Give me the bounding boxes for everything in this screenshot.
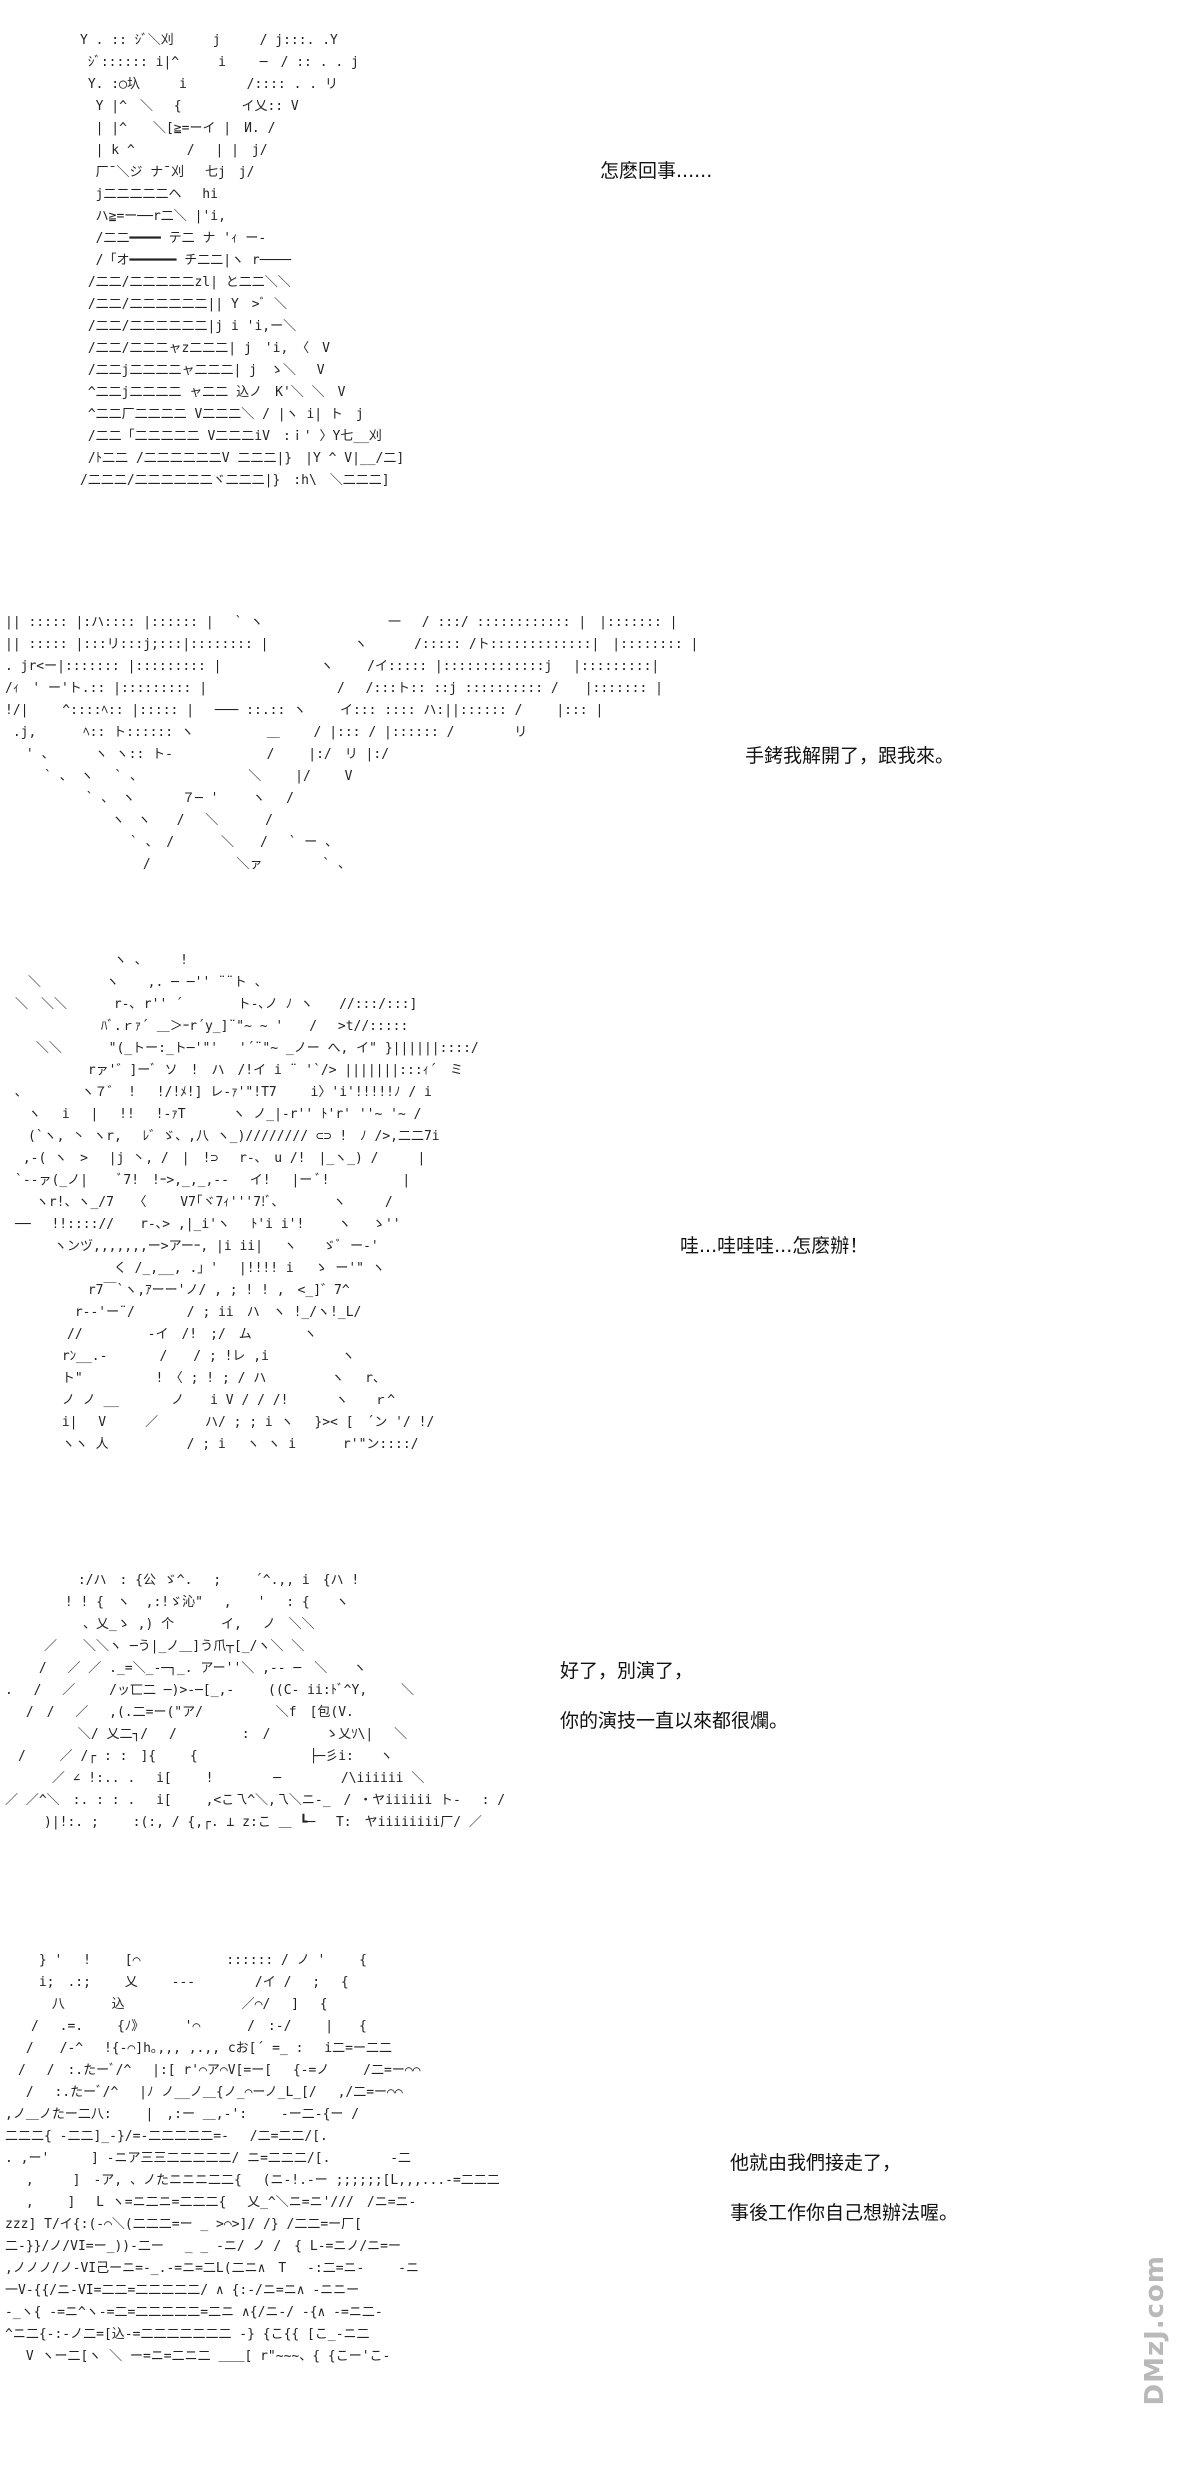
ascii-art-character-4: :/ハ : {公 ゞ^. ; ´^.,, i {ハ ! ! ! { ヽ ,:!ゞ… (5, 1573, 506, 1830)
dialogue-line: 你的演技一直以來都很爛。 (560, 1710, 789, 1732)
dialogue-box-3: 哇...哇哇哇...怎麽辦！ (680, 1235, 868, 1285)
dialogue-line: 怎麽回事...... (600, 160, 713, 182)
dialogue-line: 他就由我們接走了， (730, 2152, 902, 2174)
ascii-art-panicking-character: ヽ 、 ! ＼ ヽ ,. ─ ─'' ¨¨ト 、 ＼ ＼＼ r-､ r'' ´ … (15, 953, 479, 1452)
dialogue-box-5: 他就由我們接走了， 事後工作你自己想辦法喔。 (730, 2152, 958, 2252)
ascii-art-crowd-scene: } ' ! [⌒ :::::: / ノ ' { i; .:; 乂 --- /イ … (5, 1953, 500, 2364)
ascii-art-character-1: Y . :: ｼﾞ＼刈 j / j:::. .Y ｼﾞ:::::: i|^ i … (80, 33, 405, 488)
dialogue-line: 手銬我解開了，跟我來。 (745, 745, 955, 767)
panel-4: :/ハ : {公 ゞ^. ; ´^.,, i {ハ ! ! ! { ヽ ,:!ゞ… (0, 1560, 1200, 1900)
dialogue-line: 哇...哇哇哇...怎麽辦！ (680, 1235, 869, 1257)
dialogue-line: 好了，別演了， (560, 1660, 694, 1682)
ascii-art-handcuffs-scene: || ::::: |:ハ:::: |:::::: | ` ヽ 一 / :::/ … (5, 615, 699, 872)
panel-5: } ' ! [⌒ :::::: / ノ ' { i; .:; 乂 --- /イ … (0, 1950, 1200, 2470)
dialogue-box-2: 手銬我解開了，跟我來。 (745, 745, 954, 795)
panel-2: || ::::: |:ハ:::: |:::::: | ` ヽ 一 / :::/ … (0, 600, 1200, 940)
watermark-text: DMzJ.com (1140, 2255, 1170, 2406)
dialogue-line: 事後工作你自己想辦法喔。 (730, 2202, 959, 2224)
panel-1: Y . :: ｼﾞ＼刈 j / j:::. .Y ｼﾞ:::::: i|^ i … (0, 0, 1200, 570)
panel-3: ヽ 、 ! ＼ ヽ ,. ─ ─'' ¨¨ト 、 ＼ ＼＼ r-､ r'' ´ … (0, 950, 1200, 1510)
dialogue-box-4: 好了，別演了， 你的演技一直以來都很爛。 (560, 1660, 788, 1760)
dialogue-box-1: 怎麽回事...... (600, 160, 712, 210)
watermark-logo: DMzJ.com (1140, 2255, 1180, 2445)
